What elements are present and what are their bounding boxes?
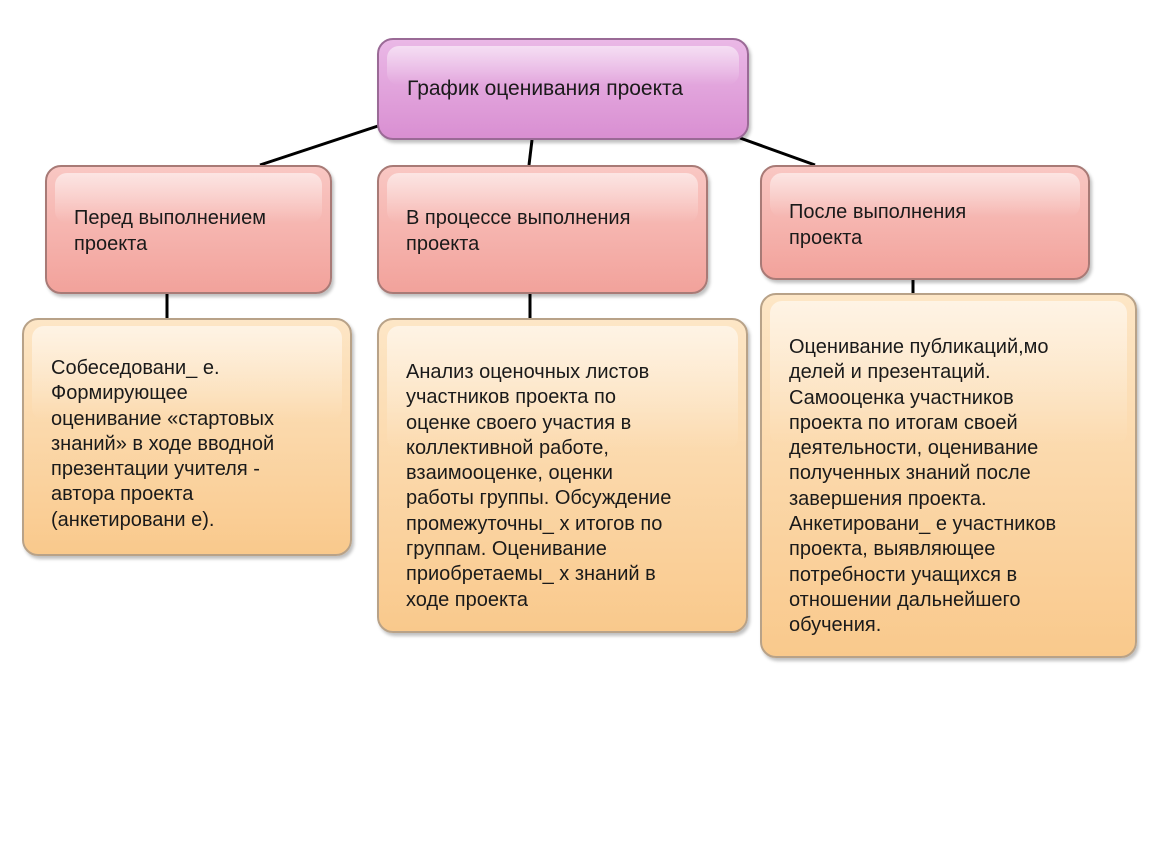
root-node-label: График оценивания проекта [407, 77, 684, 100]
phase-node-during-label: В процессе выполнения проекта [406, 207, 631, 255]
connector-root-to-phase-2 [527, 139, 534, 166]
detail-node-before-text: Собеседовани_ е. Формирующее оценивание … [51, 357, 275, 531]
detail-node-after-text: Оценивание публикаций,мо делей и презент… [789, 336, 1057, 637]
connector-root-to-phase-1 [259, 124, 379, 167]
phase-node-before: Перед выполнением проекта [45, 165, 332, 294]
detail-node-during: Анализ оценочных листов участников проек… [377, 318, 748, 633]
detail-node-before: Собеседовани_ е. Формирующее оценивание … [22, 318, 352, 556]
connector-root-to-phase-3 [739, 136, 816, 167]
phase-node-before-label: Перед выполнением проекта [74, 207, 266, 255]
phase-node-after: После выполнения проекта [760, 165, 1090, 280]
detail-node-after: Оценивание публикаций,мо делей и презент… [760, 293, 1137, 658]
phase-node-after-label: После выполнения проекта [789, 201, 967, 249]
detail-node-during-text: Анализ оценочных листов участников проек… [406, 361, 672, 611]
phase-node-during: В процессе выполнения проекта [377, 165, 708, 294]
root-node: График оценивания проекта [377, 38, 749, 140]
